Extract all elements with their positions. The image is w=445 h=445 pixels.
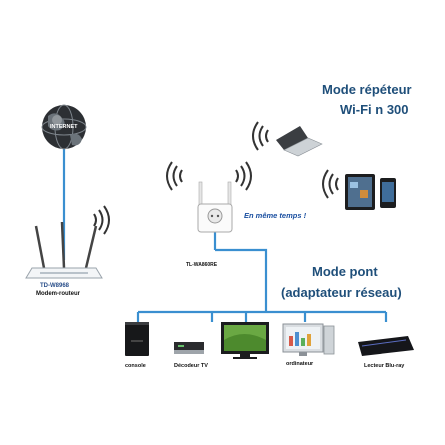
computer-icon: [282, 323, 335, 356]
line-extender-bus: [215, 248, 268, 312]
smartphone-icon: [380, 178, 396, 208]
tv-decoder-icon: [174, 342, 204, 354]
callout-text: En même temps !: [244, 211, 307, 220]
page-title-line1: Mode répéteur: [322, 82, 412, 97]
extender-icon: [197, 181, 233, 233]
extender-model: TL-WA860RE: [186, 262, 218, 268]
internet-globe-icon: [41, 104, 87, 150]
device-label-decoder: Décodeur TV: [174, 363, 208, 369]
router-caption: Modem-routeur: [36, 291, 80, 297]
wifi-signal-icon: [252, 121, 269, 151]
bridge-mode-title: Mode pont: [312, 264, 378, 279]
wifi-signal-icon: [166, 161, 252, 191]
wifi-signal-icon: [93, 205, 110, 235]
television-icon: [221, 322, 269, 359]
globe-label: INTERNET: [50, 124, 78, 130]
laptop-icon: [276, 126, 323, 157]
router-model: TD-W8968: [40, 283, 70, 289]
page-title-line2: Wi-Fi n 300: [340, 102, 409, 117]
game-console-icon: [125, 322, 149, 356]
router-icon: [25, 221, 103, 279]
device-label-computer: ordinateur: [286, 361, 314, 367]
bridge-mode-subtitle: (adaptateur réseau): [281, 285, 402, 300]
tablet-icon: [345, 174, 375, 210]
device-label-bluray: Lecteur Blu-ray: [364, 363, 405, 369]
bluray-player-icon: [358, 336, 414, 356]
wifi-signal-icon: [322, 169, 339, 199]
device-label-console: console: [125, 363, 146, 369]
